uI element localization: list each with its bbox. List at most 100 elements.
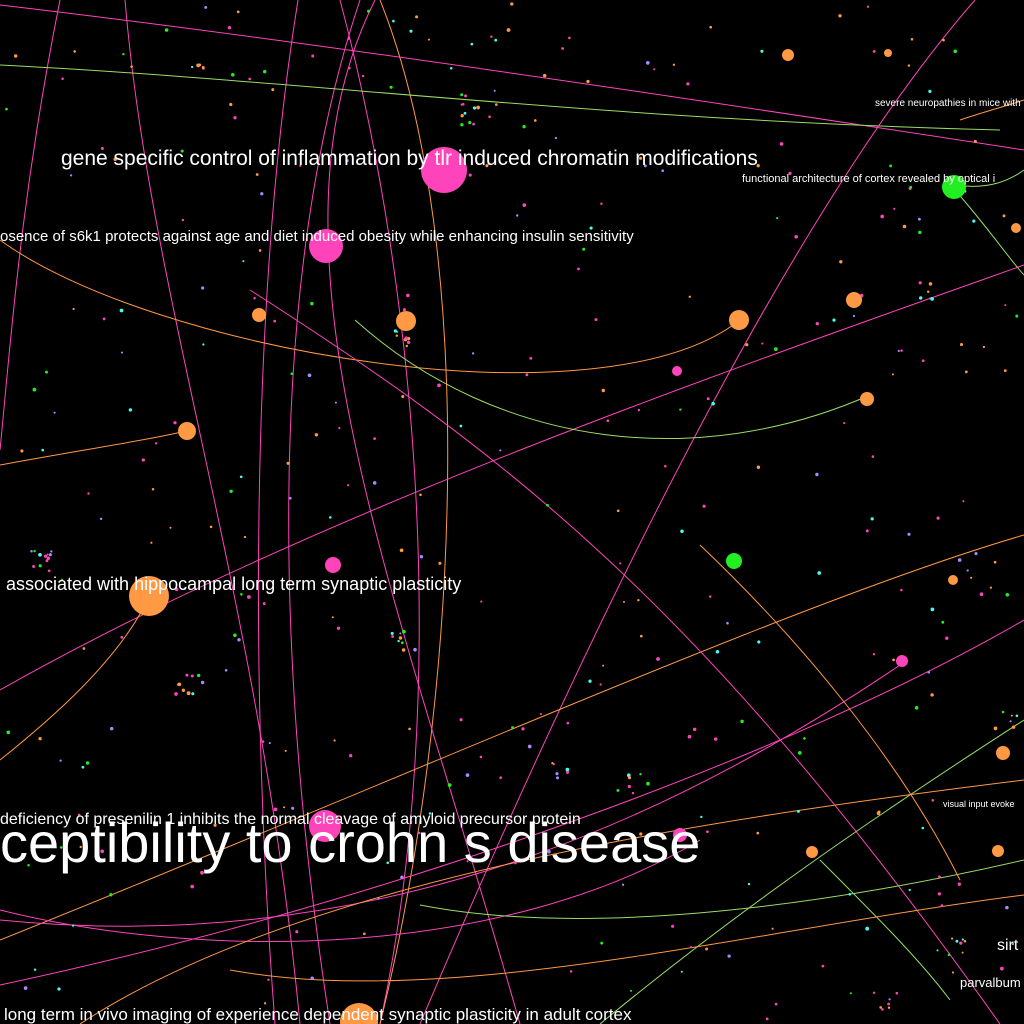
- minor-node: [347, 37, 350, 40]
- graph-node[interactable]: [129, 576, 169, 616]
- minor-node: [419, 554, 424, 559]
- minor-node: [1011, 725, 1016, 729]
- minor-node: [50, 550, 53, 553]
- minor-node: [447, 783, 452, 787]
- node-label-sirt[interactable]: sirt: [997, 937, 1019, 954]
- minor-node: [466, 860, 469, 863]
- node-label-s6k1[interactable]: osence of s6k1 protects against age and …: [0, 228, 634, 245]
- minor-node: [141, 458, 145, 462]
- minor-node: [113, 157, 117, 162]
- minor-node: [393, 329, 398, 333]
- graph-node[interactable]: [252, 308, 266, 322]
- minor-node: [838, 14, 842, 18]
- graph-node[interactable]: [846, 292, 862, 308]
- graph-node[interactable]: [673, 828, 687, 842]
- minor-node: [872, 991, 876, 994]
- minor-node: [409, 29, 413, 33]
- minor-node: [398, 636, 403, 640]
- graph-node[interactable]: [396, 311, 416, 331]
- minor-node: [941, 620, 945, 624]
- graph-node[interactable]: [672, 366, 682, 376]
- minor-node: [191, 692, 195, 696]
- minor-node: [889, 164, 893, 168]
- minor-node: [803, 737, 806, 740]
- minor-node: [460, 123, 464, 127]
- minor-node: [181, 218, 185, 222]
- graph-edge: [229, 894, 1024, 982]
- minor-node: [169, 526, 172, 529]
- minor-node: [493, 89, 496, 92]
- minor-node: [765, 1017, 769, 1021]
- minor-node: [295, 930, 299, 934]
- minor-node: [872, 653, 876, 656]
- graph-node[interactable]: [860, 392, 874, 406]
- node-label-crohn[interactable]: ceptibility to crohn s disease: [0, 811, 700, 874]
- minor-node: [756, 465, 761, 470]
- minor-node: [242, 260, 245, 263]
- minor-node: [881, 1008, 884, 1011]
- minor-node: [377, 897, 380, 900]
- graph-node[interactable]: [1011, 223, 1021, 233]
- minor-node: [472, 106, 477, 110]
- minor-node: [268, 742, 271, 745]
- minor-node: [459, 424, 463, 428]
- graph-node[interactable]: [782, 49, 794, 61]
- node-label-gene-control[interactable]: gene specific control of inflammation by…: [61, 147, 758, 170]
- graph-edge: [959, 99, 1024, 121]
- minor-node: [119, 308, 124, 313]
- graph-node[interactable]: [884, 49, 892, 57]
- graph-node[interactable]: [309, 229, 343, 263]
- minor-node: [401, 648, 406, 652]
- graph-node[interactable]: [942, 175, 966, 199]
- minor-node: [347, 484, 350, 487]
- minor-node: [45, 370, 48, 374]
- minor-node: [711, 401, 715, 406]
- minor-node: [705, 947, 709, 951]
- node-label-hippocampal[interactable]: associated with hippocampal long term sy…: [6, 574, 461, 594]
- graph-node[interactable]: [729, 310, 749, 330]
- node-label-in-vivo[interactable]: long term in vivo imaging of experience …: [4, 1005, 632, 1024]
- minor-node: [283, 806, 286, 809]
- graph-node[interactable]: [896, 655, 908, 667]
- graph-node[interactable]: [309, 810, 341, 842]
- minor-node: [233, 116, 237, 120]
- graph-node[interactable]: [996, 746, 1010, 760]
- graph-node[interactable]: [421, 147, 467, 193]
- node-label-functional-architecture[interactable]: functional architecture of cortex reveal…: [742, 173, 995, 185]
- graph-node[interactable]: [726, 553, 742, 569]
- graph-node[interactable]: [992, 845, 1004, 857]
- minor-node: [852, 314, 856, 318]
- minor-node: [843, 422, 846, 425]
- minor-node: [470, 42, 474, 46]
- minor-node: [6, 730, 11, 735]
- graph-node[interactable]: [325, 557, 341, 573]
- minor-node: [311, 54, 315, 58]
- minor-node: [233, 633, 237, 638]
- minor-node: [511, 726, 514, 729]
- graph-node[interactable]: [806, 846, 818, 858]
- minor-node: [616, 509, 620, 513]
- minor-node: [979, 592, 984, 597]
- graph-node[interactable]: [178, 422, 196, 440]
- minor-node: [345, 159, 349, 163]
- minor-node: [46, 556, 51, 560]
- graph-edge: [0, 239, 741, 374]
- node-label-presenilin[interactable]: deficiency of presenilin 1 inhibits the …: [0, 811, 581, 828]
- minor-node: [865, 926, 870, 931]
- node-label-parvalbumin[interactable]: parvalbum: [960, 975, 1021, 990]
- minor-node: [57, 987, 61, 991]
- minor-node: [639, 773, 642, 776]
- minor-node: [993, 726, 998, 731]
- minor-node: [150, 541, 153, 544]
- minor-node: [99, 517, 103, 521]
- minor-node: [391, 635, 395, 638]
- minor-node: [680, 970, 683, 973]
- minor-node: [679, 408, 682, 411]
- graph-node[interactable]: [340, 1003, 378, 1024]
- node-label-neuropathies[interactable]: severe neuropathies in mice with: [875, 98, 1021, 109]
- minor-node: [993, 560, 997, 564]
- minor-node: [877, 810, 881, 814]
- graph-edge: [419, 0, 976, 1024]
- graph-node[interactable]: [948, 575, 958, 585]
- node-label-visual-input[interactable]: visual input evoke: [943, 799, 1015, 809]
